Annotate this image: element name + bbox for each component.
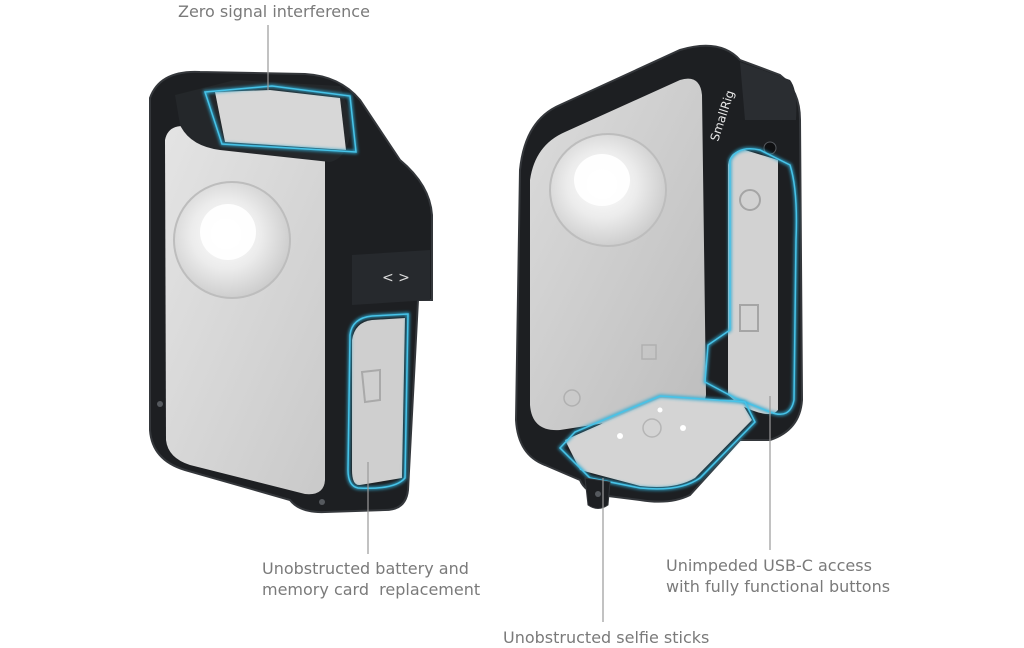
left-battery-door xyxy=(352,318,405,486)
callout-battery-line1: Unobstructed battery and xyxy=(262,559,469,578)
callout-selfie-text: Unobstructed selfie sticks xyxy=(503,628,710,647)
right-power-icon xyxy=(739,189,761,211)
right-shutter-icon xyxy=(563,389,581,407)
left-camera-body xyxy=(165,125,325,495)
callout-usb: Unimpeded USB-C access with fully functi… xyxy=(666,555,890,597)
callout-battery: Unobstructed battery and memory card rep… xyxy=(262,558,480,600)
right-camera-cage: SmallRig xyxy=(514,44,804,509)
right-square-icon xyxy=(641,344,657,360)
callout-selfie: Unobstructed selfie sticks xyxy=(503,627,709,648)
callout-usb-line2: with fully functional buttons xyxy=(666,577,891,596)
right-bottom-plate xyxy=(565,398,752,487)
leader-lines xyxy=(267,25,771,622)
callout-zero-signal-text: Zero signal interference xyxy=(178,2,370,21)
right-card-icon xyxy=(739,304,759,332)
callout-usb-line1: Unimpeded USB-C access xyxy=(666,556,872,575)
left-side-mark-icon: < > xyxy=(382,270,410,286)
callout-battery-line2: memory card replacement xyxy=(262,580,481,599)
right-side-panel xyxy=(728,150,778,414)
callout-zero-signal: Zero signal interference xyxy=(178,1,370,22)
left-camera-cage: < > xyxy=(149,70,433,514)
